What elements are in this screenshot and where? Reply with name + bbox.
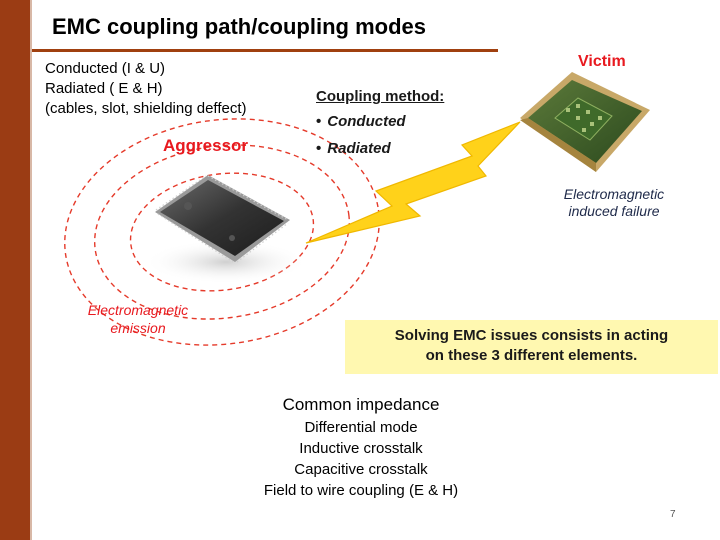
bullet-icon: • (316, 140, 322, 157)
coupling-method-block: Coupling method: • Conducted • Radiated (316, 88, 444, 167)
emission-ring-inner (129, 172, 315, 292)
left-accent-bar (0, 0, 30, 540)
victim-label: Victim (578, 53, 626, 70)
em-induced-failure-label: Electromagnetic induced failure (550, 186, 678, 220)
coupling-type-item: Capacitive crosstalk (294, 461, 428, 478)
coupling-method-text: Radiated (327, 140, 391, 157)
label-line: Electromagnetic (563, 186, 665, 202)
coupling-method-item: • Conducted (316, 113, 444, 130)
label-line: induced failure (568, 203, 660, 219)
victim-cpu-icon (520, 72, 650, 172)
em-emission-label: Electromagnetic emission (76, 301, 200, 337)
callout-line: on these 3 different elements. (425, 347, 638, 364)
coupling-type-item: Inductive crosstalk (299, 440, 423, 457)
coupling-type-item: Differential mode (304, 419, 418, 436)
summary-line: Radiated ( E & H) (45, 80, 163, 97)
title-underline (32, 49, 498, 52)
coupling-modes-summary: Conducted (I & U) Radiated ( E & H) (cab… (45, 59, 247, 119)
label-line: emission (110, 320, 166, 336)
emission-ring-middle (93, 144, 351, 320)
emission-ring-outer (64, 118, 380, 346)
aggressor-chip-icon (144, 175, 308, 284)
coupling-method-heading: Coupling method: (316, 88, 445, 105)
coupling-method-text: Conducted (327, 113, 406, 130)
slide-title: EMC coupling path/coupling modes (52, 14, 426, 39)
emission-rings (64, 118, 380, 346)
coupling-types-list: Common impedance Differential mode Induc… (230, 395, 492, 501)
label-line: Electromagnetic (87, 302, 189, 318)
left-accent-line (30, 0, 32, 540)
callout-line: Solving EMC issues consists in acting (394, 327, 669, 344)
coupling-type-item: Field to wire coupling (E & H) (263, 482, 459, 499)
aggressor-label: Aggressor (163, 136, 249, 155)
coupling-method-item: • Radiated (316, 140, 444, 157)
solving-emc-callout: Solving EMC issues consists in acting on… (345, 320, 718, 374)
bullet-icon: • (316, 113, 322, 130)
summary-line: Conducted (I & U) (45, 60, 166, 77)
lightning-bolt-icon (305, 121, 521, 244)
page-number: 7 (670, 509, 676, 520)
common-impedance-heading: Common impedance (282, 395, 440, 414)
summary-line: (cables, slot, shielding deffect) (45, 100, 247, 117)
